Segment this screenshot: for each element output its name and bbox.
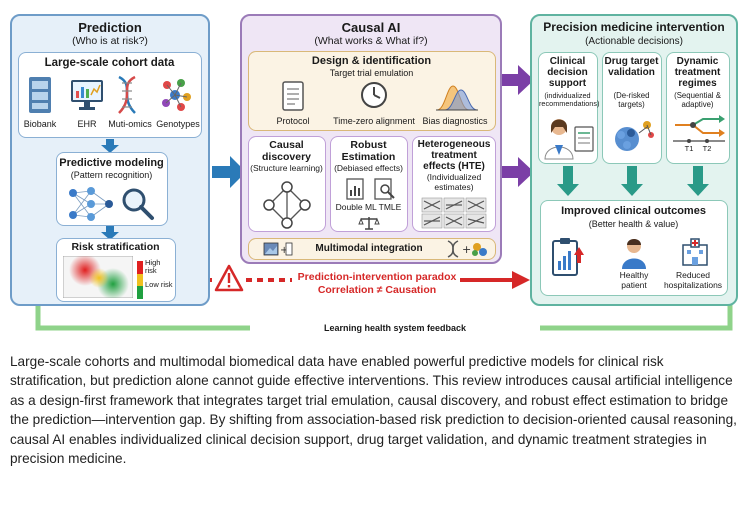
outcome-healthy-patient: Healthy patient bbox=[619, 270, 649, 290]
paradox-line1: Prediction-intervention paradox bbox=[297, 271, 457, 283]
neural-network-icon bbox=[69, 187, 113, 221]
image-document-icon: + bbox=[263, 242, 293, 256]
document-search-icon bbox=[374, 178, 395, 200]
multimodal-title: Multimodal integration bbox=[315, 243, 423, 254]
dtr-subtitle: (Sequential & adaptive) bbox=[674, 91, 721, 109]
robust-subtitle: (Debiased effects) bbox=[334, 163, 403, 173]
precision-title: Precision medicine intervention bbox=[543, 20, 725, 34]
paradox-arrowhead bbox=[512, 271, 530, 289]
robust-estimation-box: Robust Estimation (Debiased effects) Dou… bbox=[330, 136, 408, 232]
causal-title: Causal AI bbox=[341, 20, 401, 35]
arrow-prediction-to-causal bbox=[212, 156, 246, 188]
drug-subtitle: (De-risked targets) bbox=[613, 91, 650, 109]
dynamic-treatment-regimes-box: Dynamic treatment regimes (Sequential & … bbox=[666, 52, 730, 164]
dtr-t2-label: T2 bbox=[702, 144, 712, 153]
drug-title: Drug target validation bbox=[604, 56, 659, 79]
risk-stratification-box: Risk stratification High risk Low risk bbox=[56, 238, 176, 302]
design-subtitle: Target trial emulation bbox=[329, 68, 414, 78]
causal-subtitle: (What works & What if?) bbox=[314, 35, 428, 47]
dna-icon bbox=[118, 75, 136, 114]
precision-medicine-panel: Precision medicine intervention (Actiona… bbox=[530, 14, 738, 306]
prediction-panel: Prediction (Who is at risk?) Large-scale… bbox=[10, 14, 210, 306]
causal-ai-panel: Causal AI (What works & What if?) Design… bbox=[240, 14, 502, 264]
dna-plus-icon: + bbox=[447, 240, 487, 258]
clinical-decision-support-box: Clinical decision support (individualize… bbox=[538, 52, 600, 164]
protocol-document-icon bbox=[282, 81, 304, 111]
causal-graph-icon bbox=[263, 181, 311, 229]
molecule-target-icon bbox=[615, 121, 654, 151]
cds-title: Clinical decision support bbox=[547, 56, 588, 90]
modeling-subtitle: (Pattern recognition) bbox=[70, 170, 153, 180]
svg-text:+: + bbox=[462, 243, 471, 256]
genotypes-icon bbox=[162, 79, 191, 111]
design-item-bias: Bias diagnostics bbox=[422, 116, 488, 126]
hte-box: Heterogeneous treatment effects (HTE) (I… bbox=[412, 136, 496, 232]
cohort-title: Large-scale cohort data bbox=[44, 57, 175, 69]
paradox-line2: Correlation ≠ Causation bbox=[317, 284, 437, 296]
hte-subtitle: (Individualized estimates) bbox=[426, 172, 482, 192]
teal-down-arrows bbox=[557, 166, 709, 196]
cds-subtitle: (individualized recommendations) bbox=[539, 91, 600, 109]
risk-title: Risk stratification bbox=[71, 241, 160, 253]
cohort-data-box: Large-scale cohort data bbox=[18, 52, 202, 138]
prediction-subtitle: (Who is at risk?) bbox=[72, 35, 148, 47]
balance-scale-icon bbox=[358, 217, 380, 230]
doctor-icon bbox=[544, 119, 594, 160]
improved-outcomes-box: Improved clinical outcomes (Better healt… bbox=[540, 200, 728, 296]
risk-legend-bar bbox=[137, 261, 143, 299]
multimodal-integration-box: + Multimodal integration + bbox=[248, 238, 496, 260]
down-arrow-2 bbox=[101, 226, 119, 240]
discovery-title: Causal discovery bbox=[261, 139, 312, 163]
magnifier-icon bbox=[122, 188, 154, 220]
modeling-title: Predictive modeling bbox=[59, 157, 164, 169]
design-identification-box: Design & identification Target trial emu… bbox=[248, 51, 496, 131]
causal-discovery-box: Causal discovery (Structure learning) bbox=[248, 136, 326, 232]
clock-icon bbox=[361, 82, 387, 108]
cohort-item-biobank: Biobank bbox=[23, 119, 57, 129]
risk-low-label: Low risk bbox=[145, 280, 173, 289]
design-item-protocol: Protocol bbox=[276, 116, 310, 126]
down-arrow-1 bbox=[101, 139, 119, 153]
figure: Prediction (Who is at risk?) Large-scale… bbox=[10, 14, 738, 334]
hte-effects-grid-icon bbox=[421, 197, 487, 229]
dtr-t1-label: T1 bbox=[684, 144, 694, 153]
cohort-item-ehr: EHR bbox=[77, 119, 97, 129]
discovery-subtitle: (Structure learning) bbox=[250, 163, 323, 173]
ehr-monitor-icon bbox=[71, 80, 103, 110]
healthy-patient-icon bbox=[622, 239, 646, 269]
cohort-item-omics: Muti-omics bbox=[108, 119, 152, 129]
robust-methods: Double ML TMLE bbox=[335, 202, 402, 212]
clipboard-chart-icon bbox=[552, 238, 584, 276]
design-item-time-zero: Time-zero alignment bbox=[333, 116, 415, 126]
drug-target-validation-box: Drug target validation (De-risked target… bbox=[602, 52, 662, 164]
risk-high-label: High risk bbox=[145, 258, 161, 276]
design-title: Design & identification bbox=[311, 55, 432, 67]
biobank-icon bbox=[29, 77, 51, 113]
arrow-causal-to-precision-top bbox=[500, 65, 534, 95]
hospital-icon bbox=[682, 238, 708, 266]
hte-title: Heterogeneous treatment effects (HTE) bbox=[417, 139, 491, 173]
outcome-reduced-hospitalizations: Reduced hospitalizations bbox=[663, 270, 723, 290]
risk-heatmap-icon bbox=[63, 256, 133, 298]
warning-icon bbox=[214, 264, 244, 292]
bias-distribution-icon bbox=[436, 85, 478, 111]
prediction-title: Prediction bbox=[78, 20, 142, 35]
precision-subtitle: (Actionable decisions) bbox=[585, 36, 683, 47]
document-chart-icon bbox=[346, 178, 364, 200]
arrow-causal-to-precision-mid bbox=[500, 157, 534, 187]
predictive-modeling-box: Predictive modeling (Pattern recognition… bbox=[56, 152, 168, 226]
dtr-title: Dynamic treatment regimes bbox=[674, 56, 721, 90]
cohort-item-genotypes: Genotypes bbox=[156, 119, 200, 129]
figure-caption: Large-scale cohorts and multimodal biome… bbox=[10, 354, 737, 467]
outcomes-subtitle: (Better health & value) bbox=[588, 219, 679, 229]
svg-text:+: + bbox=[280, 245, 288, 256]
treatment-path-icon bbox=[673, 115, 725, 143]
robust-title: Robust Estimation bbox=[341, 139, 396, 163]
feedback-label: Learning health system feedback bbox=[250, 323, 540, 334]
outcomes-title: Improved clinical outcomes bbox=[561, 205, 706, 217]
